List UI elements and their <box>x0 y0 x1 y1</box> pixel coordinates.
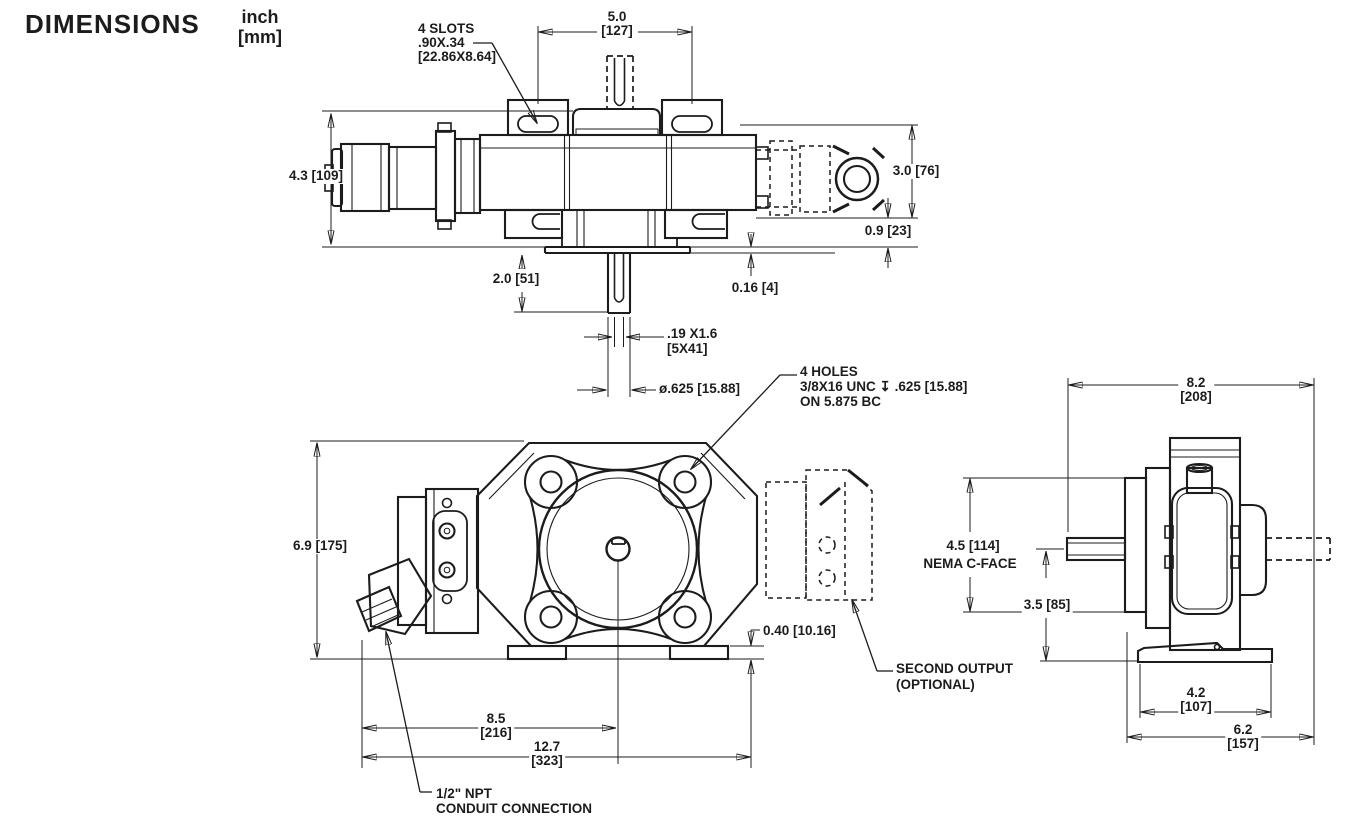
units-note: inch [mm] <box>238 7 282 47</box>
dim-width-82: 8.2 [208] <box>1178 375 1214 404</box>
holes-note: 4 HOLES 3/8X16 UNC ↧ .625 [15.88] ON 5.8… <box>800 364 968 409</box>
dim-width-5: 5.0 [127] <box>599 9 635 38</box>
nema-cface-label: NEMA C-FACE <box>921 556 1019 572</box>
dim-shaft-len-20: 2.0 [51] <box>490 271 542 287</box>
conduit-note: 1/2" NPT CONDUIT CONNECTION <box>436 786 592 816</box>
front-view-drawing <box>310 374 893 793</box>
dim-base-62: 6.2 [157] <box>1225 722 1261 751</box>
slots-note: 4 SLOTS .90X.34 [22.86X8.64] <box>418 21 497 64</box>
dim-offset-09: 0.9 [23] <box>862 223 914 239</box>
side-view-drawing <box>963 378 1331 745</box>
page-title: DIMENSIONS <box>25 9 200 39</box>
dim-height-43: 4.3 [109] <box>286 168 346 184</box>
dim-cface-45: 4.5 [114] <box>944 538 1002 554</box>
units-mm: [mm] <box>238 27 282 47</box>
dim-height-35: 3.5 [85] <box>1021 597 1073 613</box>
dim-height-30: 3.0 [76] <box>890 163 942 179</box>
top-view-drawing <box>322 26 918 397</box>
dim-total-127: 12.7 [323] <box>529 739 565 768</box>
units-inch: inch <box>241 7 279 27</box>
dim-base-42: 4.2 [107] <box>1178 685 1214 714</box>
dim-keyway: .19 X1.6 [5X41] <box>667 326 718 356</box>
second-output-note: SECOND OUTPUT (OPTIONAL) <box>896 661 1014 692</box>
dim-plate-016: 0.16 [4] <box>729 280 781 296</box>
dim-height-69: 6.9 [175] <box>290 538 350 554</box>
dim-center-85: 8.5 [216] <box>478 711 514 740</box>
dim-feet-040: 0.40 [10.16] <box>763 623 836 638</box>
dim-shaft-dia: ø.625 [15.88] <box>659 381 741 396</box>
